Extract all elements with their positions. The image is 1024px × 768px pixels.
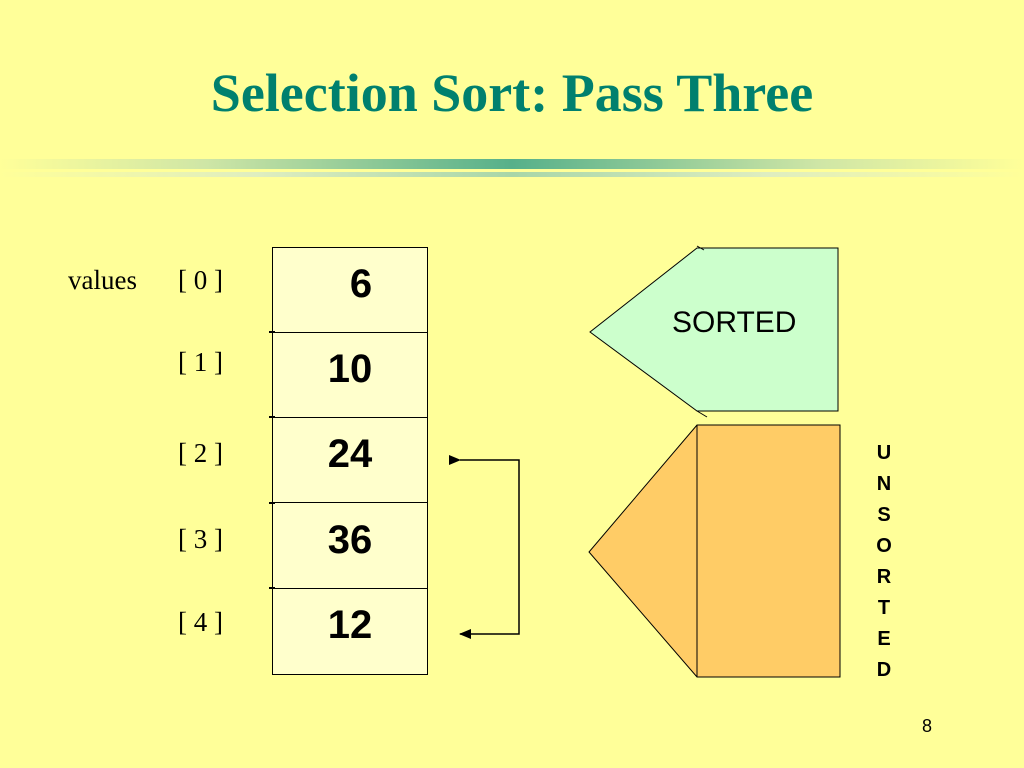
cell-value-3: 36 xyxy=(327,518,373,562)
array-cell-1: 10 xyxy=(273,333,427,418)
cell-value-1: 10 xyxy=(327,347,373,391)
array-cell-0: 6 xyxy=(273,248,427,333)
cell-tick-2 xyxy=(269,416,275,418)
array-cell-3: 36 xyxy=(273,504,427,589)
index-label-1: [ 1 ] xyxy=(178,347,223,377)
array-cell-4: 12 xyxy=(273,589,427,674)
index-label-4: [ 4 ] xyxy=(178,607,223,637)
index-label-2: [ 2 ] xyxy=(178,438,223,468)
array-box: 6 10 24 36 12 xyxy=(272,247,428,675)
slide-title: Selection Sort: Pass Three xyxy=(210,63,814,123)
index-label-0: [ 0 ] xyxy=(178,265,223,295)
cell-value-0: 6 xyxy=(349,262,373,306)
array-cell-2: 24 xyxy=(273,418,427,503)
cell-tick-4 xyxy=(269,587,275,589)
cell-value-4: 12 xyxy=(327,603,373,647)
cell-tick-3 xyxy=(269,502,275,504)
sorted-label: SORTED xyxy=(672,306,797,339)
array-name-label: values xyxy=(68,265,137,295)
index-label-3: [ 3 ] xyxy=(178,524,223,554)
cell-tick-1 xyxy=(269,331,275,333)
page-number: 8 xyxy=(922,716,933,736)
unsorted-region-arrow xyxy=(588,424,841,678)
title-divider-thin xyxy=(0,172,1024,177)
title-divider xyxy=(0,159,1024,169)
sorted-region-arrow xyxy=(589,247,839,412)
swap-connector xyxy=(449,455,520,639)
cell-value-2: 24 xyxy=(327,432,373,476)
unsorted-label: UNSORTED xyxy=(876,442,892,681)
